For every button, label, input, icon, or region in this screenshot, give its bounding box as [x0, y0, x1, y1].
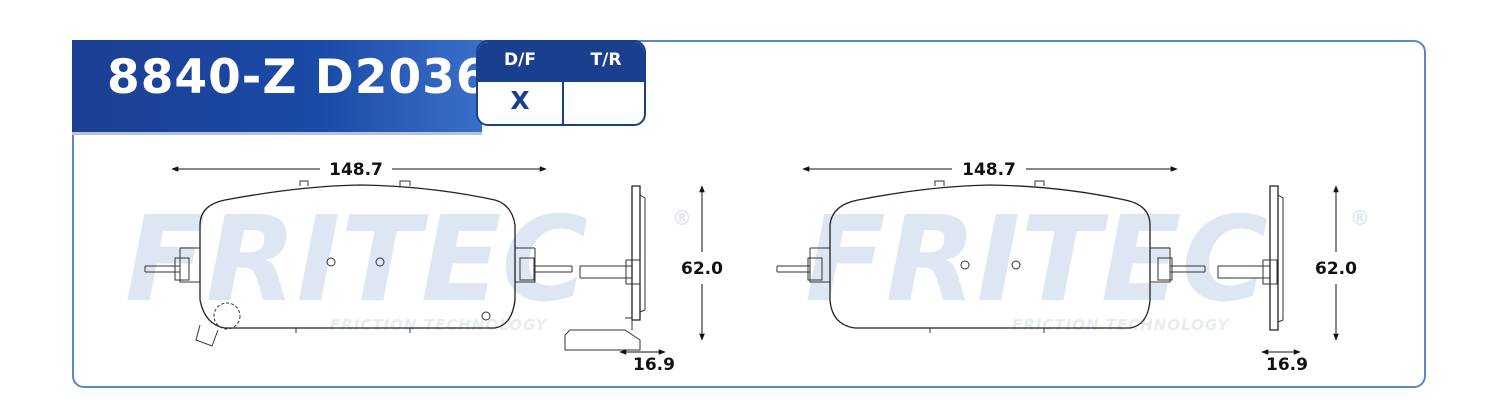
pad-right-height-dim: 62.0	[1315, 259, 1357, 279]
watermark-tagline-left: FRICTION TECHNOLOGY	[330, 316, 549, 334]
classification-col-df: D/F X	[478, 42, 562, 124]
watermark-registered-right: ®	[1350, 206, 1370, 230]
classification-value-df: X	[510, 86, 530, 115]
title-bar	[72, 40, 482, 132]
pad-left-dimensions: 148.7 62.0 16.9	[171, 160, 723, 375]
classification-header	[478, 42, 644, 82]
watermark-tagline-right: FRICTION TECHNOLOGY	[1012, 316, 1231, 334]
pad-left-thickness-dim: 16.9	[633, 355, 675, 375]
pad-right-front-view	[776, 180, 1206, 333]
part-number-title: 8840-Z D2036	[107, 50, 490, 105]
pad-right-dimensions: 148.7 62.0 16.9	[802, 160, 1357, 375]
pad-left-width-dim: 148.7	[329, 160, 383, 180]
watermark-brand-right: FRITEC	[805, 190, 1268, 328]
classification-label-tr: T/R	[590, 50, 622, 70]
watermark-brand-left: FRITEC	[125, 190, 588, 328]
classification-label-df: D/F	[504, 50, 536, 70]
classification-table: D/F X T/R	[476, 40, 646, 126]
watermark-registered-left: ®	[672, 206, 692, 230]
pad-left-side-view	[564, 185, 646, 351]
pad-left-height-dim: 62.0	[681, 259, 723, 279]
classification-col-tr: T/R	[562, 42, 644, 124]
drawing-frame	[72, 40, 1426, 388]
pad-right-width-dim: 148.7	[962, 160, 1016, 180]
pad-right-thickness-dim: 16.9	[1266, 355, 1308, 375]
pad-right-side-view	[1217, 185, 1284, 331]
pad-left-front-view	[144, 180, 573, 347]
